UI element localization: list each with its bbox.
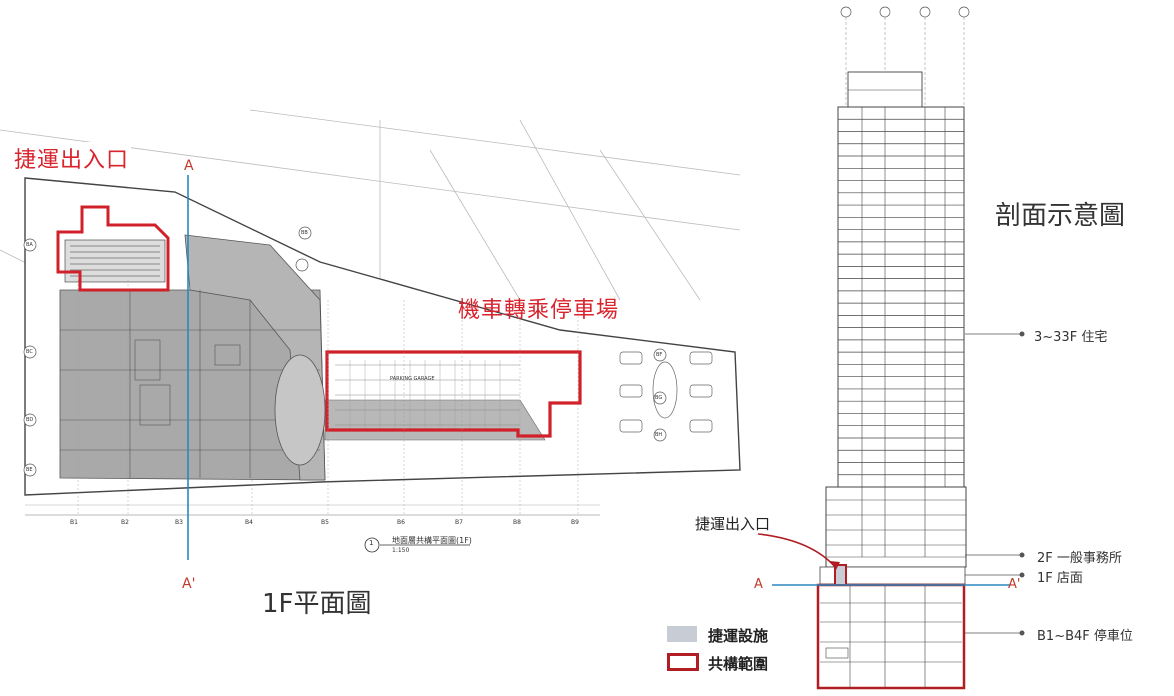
caption-index: 1 [369, 539, 374, 547]
legend-swatch-metro [667, 626, 697, 642]
grid-label: B7 [455, 519, 463, 526]
grid-label: B4 [245, 519, 253, 526]
mrt-entrance-boundary [56, 205, 170, 292]
tower-body [837, 106, 965, 488]
grid-label: B5 [321, 519, 329, 526]
callout-residential: 3~33F 住宅 [1034, 330, 1108, 345]
grid-label: B6 [397, 519, 405, 526]
grid-label: B2 [121, 519, 129, 526]
podium [825, 486, 967, 568]
callout-store: 1F 店面 [1037, 571, 1083, 586]
legend-label-metro: 捷運設施 [708, 627, 769, 645]
basement-zone [816, 583, 966, 690]
section-title: 剖面示意圖 [995, 201, 1126, 231]
plan-scooter-parking-label: 機車轉乘停車場 [458, 298, 620, 323]
round-core [274, 354, 326, 466]
gray-area-ramp [184, 234, 326, 481]
grid-label: B9 [571, 519, 579, 526]
bay-label: BF [656, 352, 663, 358]
grid-label: B8 [513, 519, 521, 526]
section-a: A [754, 577, 763, 592]
grid-label: B3 [175, 519, 183, 526]
plan-svg: PARKING GARAGE [0, 109, 741, 560]
entrance-arrow [757, 533, 837, 569]
bay-label: BH [655, 432, 663, 438]
callout-office: 2F 一般事務所 [1037, 551, 1122, 566]
parking-text: PARKING GARAGE [390, 376, 434, 382]
caption-title: 地面層共構平面圖(1F) [392, 536, 472, 545]
plan-title: 1F平面圖 [262, 589, 372, 619]
caption-index-circle [364, 537, 380, 553]
plan-metro-entrance-label: 捷運出入口 [12, 142, 132, 174]
section-metro-entrance-label: 捷運出入口 [695, 515, 771, 533]
caption-scale: 1:150 [392, 547, 410, 554]
legend-label-joint: 共構範圍 [708, 655, 769, 673]
bay-label: BG [655, 395, 663, 401]
bay-label: BC [26, 349, 33, 355]
bay-label: BE [26, 467, 33, 473]
plan-section-a-prime: A' [182, 576, 196, 592]
scooter-parking-boundary [325, 350, 582, 438]
bay-label: BD [26, 417, 34, 423]
bay-label: BA [26, 242, 33, 248]
grid-label: B1 [70, 519, 78, 526]
callout-parking: B1~B4F 停車位 [1037, 629, 1133, 644]
bay-label: BB [301, 230, 308, 236]
roof-structure [847, 71, 923, 108]
plan-section-a: A [184, 158, 194, 174]
legend-swatch-joint [667, 653, 699, 671]
section-a-prime: A' [1008, 577, 1021, 592]
